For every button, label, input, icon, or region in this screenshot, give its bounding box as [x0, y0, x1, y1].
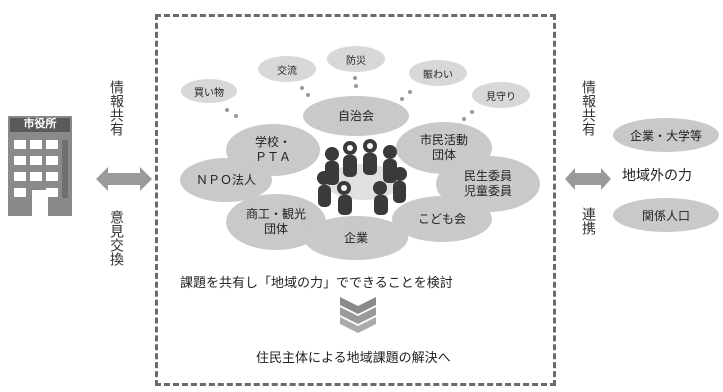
cloud-watching: 見守り: [472, 82, 530, 108]
related-population-ellipse: 関係人口: [613, 198, 719, 232]
left-share-label: 情報共有: [108, 80, 124, 136]
trail-dot: [400, 97, 404, 101]
dashed-community-box: [155, 14, 556, 386]
trail-dot: [300, 86, 304, 90]
cloud-exchange: 交流: [258, 56, 316, 82]
trail-dot: [234, 114, 238, 118]
group-npo: ＮＰＯ法人: [180, 158, 272, 202]
trail-dot: [353, 76, 357, 80]
people-circle-illustration: [314, 136, 412, 216]
down-chevron-icon: [338, 295, 378, 333]
left-exchange-label: 意見交換: [108, 210, 124, 266]
city-hall-icon: [8, 116, 72, 216]
trail-dot: [354, 84, 358, 88]
corp-univ-ellipse: 企業・大学等: [613, 118, 719, 152]
trail-dot: [225, 108, 229, 112]
city-hall-sign: 市役所: [23, 117, 57, 130]
cloud-liveliness: 賑わい: [409, 60, 467, 86]
trail-dot: [408, 90, 412, 94]
outside-power-text: 地域外の力: [622, 168, 692, 184]
right-share-label: 情報共有: [580, 80, 596, 136]
trail-dot: [462, 117, 466, 121]
right-cooperate-label: 連携: [580, 207, 596, 235]
group-kodomo: こども会: [392, 196, 492, 242]
group-school-pta: 学校・ ＰＴＡ: [226, 124, 320, 176]
right-double-arrow: [565, 164, 611, 194]
group-jichikai: 自治会: [303, 96, 409, 136]
group-kigyo: 企業: [304, 216, 408, 260]
cloud-shopping: 買い物: [181, 79, 237, 103]
cloud-disaster-prevention: 防災: [327, 46, 385, 72]
trail-dot: [306, 93, 310, 97]
left-double-arrow: [96, 164, 152, 194]
trail-dot: [470, 110, 474, 114]
discussion-text: 課題を共有し「地域の力」でできることを検討: [180, 276, 453, 291]
result-text: 住民主体による地域課題の解決へ: [256, 351, 451, 366]
